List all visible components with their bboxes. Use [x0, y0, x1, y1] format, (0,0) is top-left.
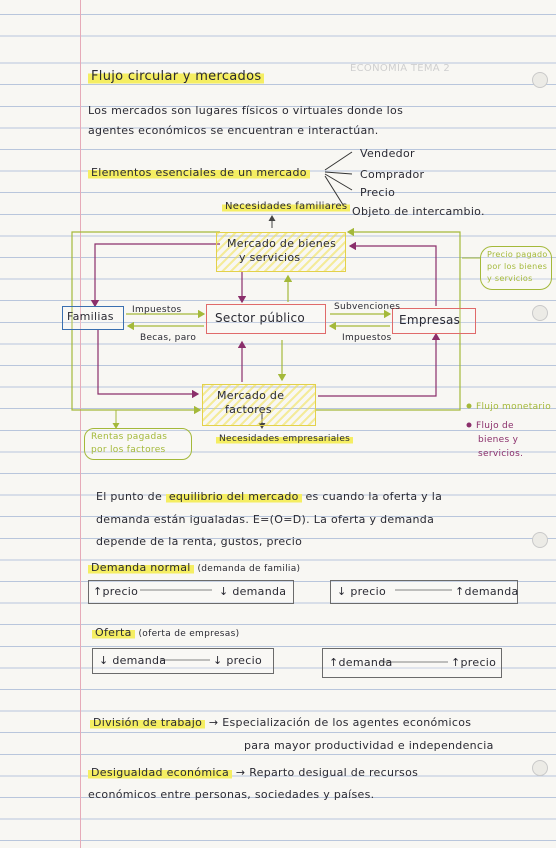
division-arrow: →	[208, 716, 219, 729]
precio-pagado-bubble: Precio pagado por los bienes y servicios	[480, 246, 552, 290]
label-impuestos-right: Impuestos	[342, 333, 392, 343]
division-heading: División de trabajo	[90, 716, 206, 729]
demanda-box1-left: ↑precio	[93, 585, 139, 598]
green-flow-right	[315, 227, 461, 411]
faint-header: ECONOMÍA TEMA 2	[350, 63, 451, 74]
desigualdad-arrow: →	[235, 766, 246, 779]
intro-line-1: Los mercados son lugares físicos o virtu…	[88, 104, 404, 117]
rentas-line-2: por los factores	[91, 445, 166, 455]
mercado-factores-line-1: Mercado de	[217, 389, 285, 402]
label-subvenciones: Subvenciones	[334, 302, 401, 312]
demanda-heading: Demanda normal	[88, 561, 194, 574]
oferta-box2-right: ↑precio	[451, 656, 497, 669]
mercado-bienes-box: Mercado de bienes y servicios	[216, 232, 346, 272]
binder-hole	[532, 305, 548, 321]
desigualdad-heading: Desigualdad económica	[88, 766, 233, 779]
label-necesidades-empresariales: Necesidades empresariales	[216, 432, 354, 446]
green-flow-left	[71, 231, 220, 415]
demanda-box1-right: ↓ demanda	[219, 585, 287, 598]
empresas-label: Empresas	[399, 313, 461, 327]
purple-flow-left-bottom	[97, 330, 200, 399]
precio-pagado-line-2: por los bienes	[487, 262, 548, 271]
mercado-factores-line-2: factores	[225, 403, 272, 416]
label-becas: Becas, paro	[140, 333, 197, 343]
oferta-heading-row: Oferta (oferta de empresas)	[92, 626, 239, 641]
element-item-2: Comprador	[360, 168, 425, 181]
label-impuestos-left: Impuestos	[132, 305, 182, 315]
legend-flujo-bienes-1: Flujo de	[476, 421, 514, 431]
element-item-1: Vendedor	[360, 147, 415, 160]
label-necesidades-familiares: Necesidades familiares	[222, 200, 351, 214]
legend-flujo-bienes-3: servicios.	[478, 449, 524, 459]
division-line-1: Especialización de los agentes económico…	[222, 716, 472, 729]
mercado-bienes-line-2: y servicios	[239, 251, 301, 264]
purple-flow-left-top	[90, 243, 220, 308]
precio-pagado-line-3: y servicios	[487, 274, 533, 283]
element-item-4: Objeto de intercambio.	[352, 205, 485, 218]
legend-bullet-goods	[466, 422, 472, 428]
rentas-bubble: Rentas pagadas por los factores	[84, 428, 192, 460]
margin-line	[80, 0, 81, 848]
sector-publico-label: Sector público	[215, 311, 306, 325]
precio-pagado-line-1: Precio pagado	[487, 250, 548, 259]
elements-heading: Elementos esenciales de un mercado	[88, 166, 310, 180]
desigualdad-line-1: Reparto desigual de recursos	[249, 766, 419, 779]
equilibrio-line-1: El punto de equilibrio del mercado es cu…	[96, 490, 443, 503]
oferta-box1-right: ↓ precio	[213, 654, 262, 667]
purple-flow-right-bottom	[318, 332, 441, 397]
oferta-note: (oferta de empresas)	[138, 629, 240, 639]
legend-flujo-monetario: Flujo monetario	[476, 402, 552, 412]
division-line-2: para mayor productividad e independencia	[244, 739, 494, 752]
demanda-box-1: ↑precio ↓ demanda	[88, 580, 294, 604]
binder-hole	[532, 760, 548, 776]
mercado-bienes-line-1: Mercado de bienes	[227, 237, 337, 250]
oferta-box1-left: ↓ demanda	[99, 654, 167, 667]
division-row-1: División de trabajo → Especialización de…	[90, 716, 471, 730]
binder-hole	[532, 532, 548, 548]
oferta-box-2: ↑demanda ↑precio	[322, 648, 502, 678]
sector-publico-box: Sector público	[206, 304, 326, 334]
page-title: Flujo circular y mercados	[88, 69, 265, 84]
equilibrio-line-3: depende de la renta, gustos, precio	[96, 535, 303, 548]
familias-label: Familias	[67, 310, 114, 323]
equilibrio-line-2: demanda están igualadas. E=(O=D). La ofe…	[96, 513, 435, 526]
desigualdad-row-1: Desigualdad económica → Reparto desigual…	[88, 766, 418, 780]
element-item-3: Precio	[360, 186, 396, 199]
demanda-note: (demanda de familia)	[197, 564, 301, 574]
legend-bullet-monetary	[466, 403, 472, 409]
demanda-heading-row: Demanda normal (demanda de familia)	[88, 561, 300, 576]
empresas-box: Empresas	[392, 308, 476, 334]
oferta-heading: Oferta	[92, 626, 135, 639]
demanda-box2-right: ↑demanda	[455, 585, 519, 598]
legend-flujo-bienes-2: bienes y	[478, 435, 519, 445]
elements-bracket	[324, 151, 353, 209]
purple-flow-right-top	[348, 241, 437, 306]
desigualdad-line-2: económicos entre personas, sociedades y …	[88, 788, 375, 801]
mercado-factores-box: Mercado de factores	[202, 384, 316, 426]
oferta-box2-left: ↑demanda	[329, 656, 393, 669]
intro-line-2: agentes económicos se encuentran e inter…	[88, 124, 379, 137]
familias-box: Familias	[62, 306, 124, 330]
demanda-box-2: ↓ precio ↑demanda	[330, 580, 518, 604]
binder-hole	[532, 72, 548, 88]
rentas-line-1: Rentas pagadas	[91, 432, 168, 442]
oferta-box-1: ↓ demanda ↓ precio	[92, 648, 274, 674]
demanda-box2-left: ↓ precio	[337, 585, 386, 598]
